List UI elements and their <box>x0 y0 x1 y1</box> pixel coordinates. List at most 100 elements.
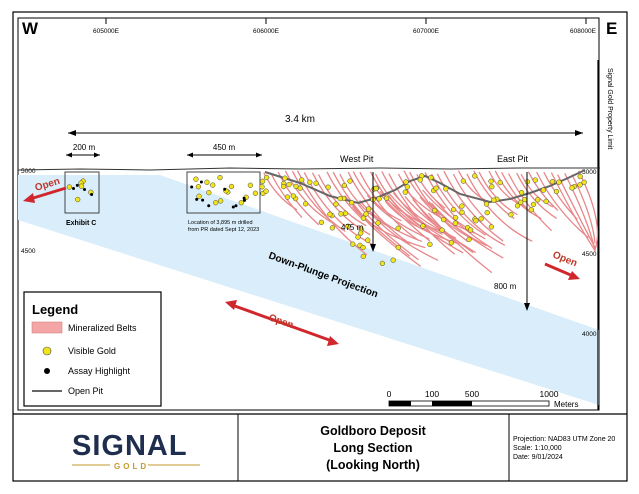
assay-highlight-point <box>83 188 86 191</box>
visible-gold-point <box>206 189 212 196</box>
assay-highlight-points <box>72 180 246 209</box>
visible-gold-point <box>375 220 381 226</box>
visible-gold-point <box>540 187 547 193</box>
assay-highlight-point <box>223 187 227 191</box>
visible-gold-point <box>363 211 369 217</box>
mineralized-belt <box>318 174 367 227</box>
legend-swatch-assay <box>44 368 50 374</box>
visible-gold-point <box>228 183 235 190</box>
drilled-width-label: 450 m <box>213 143 236 152</box>
visible-gold-point <box>284 194 291 200</box>
visible-gold-point <box>348 200 355 206</box>
down-plunge-band <box>18 175 599 405</box>
mineralized-belt <box>270 172 303 218</box>
assay-highlight-point <box>242 196 246 200</box>
visible-gold-point <box>428 174 434 181</box>
mineralized-belt <box>292 170 346 232</box>
drilled-width-dimension: 450 m <box>187 143 262 158</box>
visible-gold-point <box>427 241 433 248</box>
scale-info: Scale: 1:10,000 <box>513 445 562 452</box>
visible-gold-point <box>473 218 479 224</box>
scale-tick-label: 1000 <box>540 389 559 399</box>
visible-gold-point <box>307 179 313 185</box>
visible-gold-point <box>404 184 411 190</box>
visible-gold-point <box>213 200 219 206</box>
visible-gold-point <box>484 209 490 216</box>
exhibit-width-label: 200 m <box>73 143 96 152</box>
mineralized-belt <box>528 171 559 211</box>
mineralized-belt <box>347 171 410 244</box>
mineralized-belt <box>571 174 596 244</box>
visible-gold-point <box>443 186 449 192</box>
exhibit-c-label: Exhibit C <box>66 220 96 227</box>
legend-item-label: Assay Highlight <box>68 366 131 376</box>
visible-gold-point <box>217 198 224 204</box>
west-depth-arrow: 475 m <box>341 172 376 252</box>
total-length-label: 3.4 km <box>285 114 315 125</box>
legend-swatch-belts <box>31 321 63 334</box>
topography-line <box>17 167 600 171</box>
visible-gold-point <box>263 174 270 181</box>
mineralized-belt <box>398 173 460 246</box>
visible-gold-point <box>420 223 426 229</box>
mineralized-belt <box>452 173 492 226</box>
legend-item-label: Visible Gold <box>68 346 116 356</box>
visible-gold-point <box>196 193 202 199</box>
mineralized-belt <box>379 191 444 233</box>
visible-gold-point <box>497 179 503 186</box>
visible-gold-point <box>302 201 309 207</box>
visible-gold-point <box>342 210 349 216</box>
visible-gold-points <box>66 173 587 267</box>
visible-gold-point <box>459 209 465 215</box>
logo-wordmark: SIGNAL <box>72 430 188 462</box>
visible-gold-point <box>282 175 288 181</box>
visible-gold-point <box>360 253 366 260</box>
legend-item-label: Open Pit <box>68 386 104 396</box>
mineralized-belt <box>520 173 554 208</box>
visible-gold-point <box>432 207 438 214</box>
visible-gold-point <box>489 184 495 190</box>
visible-gold-point <box>193 176 199 182</box>
legend-item-label: Mineralized Belts <box>68 323 137 333</box>
legend: Legend Mineralized Belts Visible Gold As… <box>23 291 162 407</box>
visible-gold-point <box>508 212 514 218</box>
assay-highlight-point <box>90 193 94 196</box>
visible-gold-point <box>518 199 524 205</box>
visible-gold-point <box>488 224 495 230</box>
visible-gold-point <box>535 197 541 203</box>
visible-gold-point <box>313 180 319 186</box>
elevation-label: 4500 <box>21 248 36 255</box>
visible-gold-point <box>329 225 336 231</box>
assay-highlight-point <box>201 198 205 202</box>
assay-highlight-point <box>231 205 235 209</box>
open-arrow-right: Open <box>544 250 580 280</box>
open-middle-label: Open <box>267 312 295 331</box>
mineralized-belt <box>428 212 492 273</box>
visible-gold-point <box>204 179 210 185</box>
visible-gold-point <box>466 236 472 243</box>
outer-frame <box>12 11 628 482</box>
west-depth-label: 475 m <box>341 223 364 232</box>
mineralized-belt <box>326 171 363 219</box>
mineralized-belt <box>412 199 474 254</box>
mineralized-belt <box>536 171 589 239</box>
visible-gold-point <box>210 182 216 188</box>
visible-gold-point <box>530 201 537 208</box>
assay-highlight-point <box>199 180 203 184</box>
easting-label: 607000E <box>413 28 440 35</box>
visible-gold-point <box>333 201 339 207</box>
visible-gold-point <box>577 182 583 188</box>
date-info: Date: 9/01/2024 <box>513 454 563 461</box>
visible-gold-point <box>395 244 401 251</box>
elevation-label: 5000 <box>582 169 597 176</box>
visible-gold-point <box>280 183 287 190</box>
visible-gold-point <box>341 182 348 189</box>
elevation-labels: 5000 4500 4500 4000 5000 <box>21 168 597 338</box>
drill-note: from PR dated Sept 12, 2023 <box>188 227 259 233</box>
visible-gold-point <box>395 225 401 231</box>
east-label: E <box>606 19 617 38</box>
visible-gold-point <box>259 178 266 184</box>
mineralized-belt <box>478 171 518 216</box>
east-pit-label: East Pit <box>497 154 529 164</box>
